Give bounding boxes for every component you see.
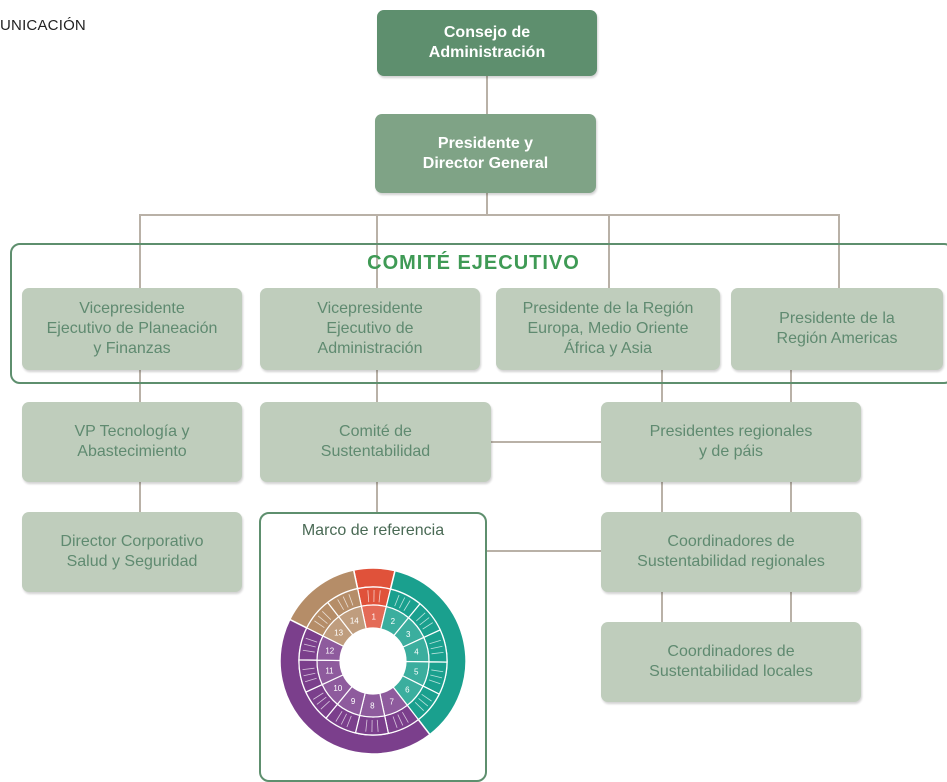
health-director-label: Director Corporativo Salud y Seguridad [60, 532, 203, 572]
regional-coordinators-node: Coordinadores de Sustentabilidad regiona… [601, 512, 861, 592]
connector-regional-a [661, 482, 663, 512]
header-label: UNICACIÓN [0, 17, 86, 34]
connector-horizontal-bus [139, 214, 840, 216]
board-node: Consejo de Administración [377, 10, 597, 76]
wheel-segment-number: 1 [371, 613, 376, 622]
connector-committee-regional [491, 441, 601, 443]
connector-framework-coordinators [487, 550, 601, 552]
sustainability-committee-label: Comité de Sustentabilidad [321, 422, 430, 462]
sustainability-committee-node: Comité de Sustentabilidad [260, 402, 491, 482]
framework-title: Marco de referencia [259, 522, 487, 540]
regional-coordinators-label: Coordinadores de Sustentabilidad regiona… [637, 532, 825, 572]
executive-label: Vicepresidente Ejecutivo de Administraci… [317, 299, 423, 359]
wheel-segment-number: 11 [325, 666, 334, 675]
vp-technology-label: VP Tecnología y Abastecimiento [74, 422, 189, 462]
wheel-segment-number: 2 [391, 617, 396, 626]
connector-board-president [486, 76, 488, 114]
regional-presidents-label: Presidentes regionales y de páis [650, 422, 813, 462]
connector-regional-b [790, 482, 792, 512]
executive-committee-title: COMITÉ EJECUTIVO [0, 252, 947, 275]
regional-presidents-node: Presidentes regionales y de páis [601, 402, 861, 482]
wheel-segment-number: 5 [414, 668, 419, 677]
wheel-segment-number: 10 [333, 684, 342, 693]
wheel-segment-number: 6 [405, 685, 410, 694]
health-director-node: Director Corporativo Salud y Seguridad [22, 512, 242, 592]
wheel-segment-number: 14 [350, 617, 359, 626]
wheel-segment-number: 13 [334, 629, 343, 638]
executive-label: Vicepresidente Ejecutivo de Planeación y… [47, 299, 218, 359]
connector-president-bus [486, 193, 488, 215]
local-coordinators-node: Coordinadores de Sustentabilidad locales [601, 622, 861, 702]
wheel-center [341, 629, 405, 693]
president-label: Presidente y Director General [423, 134, 548, 174]
executive-node-administration: Vicepresidente Ejecutivo de Administraci… [260, 288, 480, 370]
wheel-phase-arc-review [354, 568, 395, 589]
vp-technology-node: VP Tecnología y Abastecimiento [22, 402, 242, 482]
wheel-segment-number: 8 [370, 701, 375, 710]
wheel-segment-number: 3 [406, 630, 411, 639]
local-coordinators-label: Coordinadores de Sustentabilidad locales [649, 642, 813, 682]
wheel-segment-number: 4 [414, 648, 419, 657]
executive-node-region-americas: Presidente de la Región Americas [731, 288, 943, 370]
wheel-segment-number: 9 [351, 697, 356, 706]
executive-node-region-emea-asia: Presidente de la Región Europa, Medio Or… [496, 288, 720, 370]
connector-coordinators-a [661, 592, 663, 622]
board-label: Consejo de Administración [429, 23, 545, 63]
executive-node-planning-finance: Vicepresidente Ejecutivo de Planeación y… [22, 288, 242, 370]
connector-coordinators-b [790, 592, 792, 622]
executive-label: Presidente de la Región Americas [777, 309, 898, 349]
president-node: Presidente y Director General [375, 114, 596, 193]
connector-committee-framework [376, 482, 378, 513]
wheel-segment-number: 7 [389, 697, 394, 706]
connector-vptech-health [139, 482, 141, 512]
wheel-segment-number: 12 [325, 646, 334, 655]
executive-label: Presidente de la Región Europa, Medio Or… [523, 299, 694, 359]
